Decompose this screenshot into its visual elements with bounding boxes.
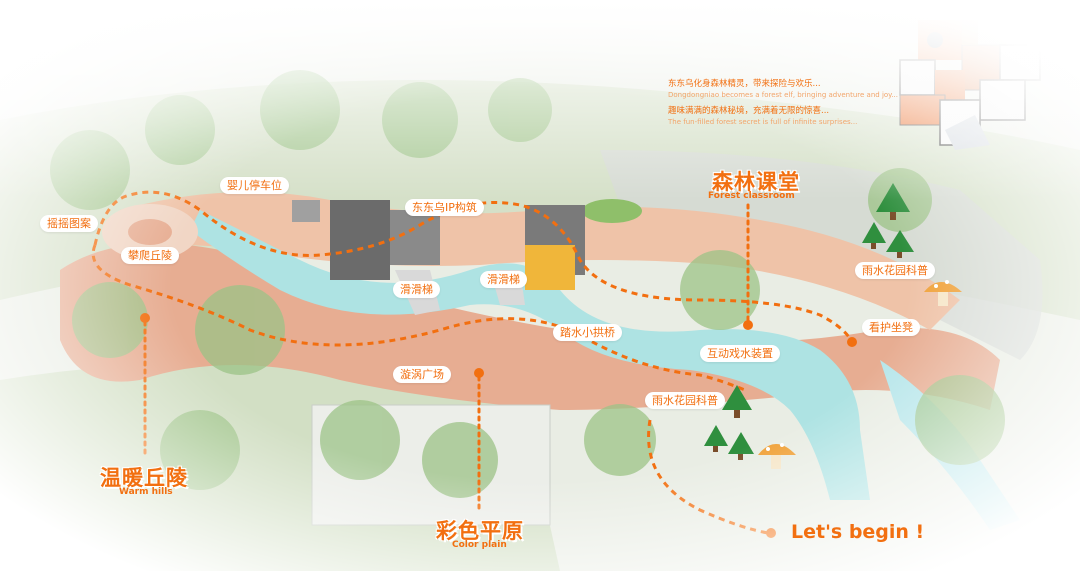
label-slide-right: 滑滑梯 — [480, 271, 527, 288]
label-step-bridge: 踏水小拱桥 — [553, 324, 622, 341]
intro-line-1: 东东乌化身森林精灵，带来探险与欢乐... Dongdongniao become… — [668, 79, 898, 101]
label-baby-stroller: 婴儿停车位 — [220, 177, 289, 194]
warm-hills-title: 温暖丘陵 — [100, 466, 188, 490]
forest-classroom-title: 森林课堂 — [712, 170, 800, 194]
label-slide-left: 滑滑梯 — [393, 281, 440, 298]
label-rain-garden-upper: 雨水花园科普 — [855, 262, 935, 279]
intro-line-2-en: The fun-filled forest secret is full of … — [668, 118, 858, 126]
lets-begin-text: Let's begin ! — [791, 521, 925, 543]
intro-line-2-cn: 趣味满满的森林秘境，充满着无限的惊喜... — [668, 106, 830, 116]
label-climbing-hill: 攀爬丘陵 — [121, 247, 179, 264]
intro-line-2: 趣味满满的森林秘境，充满着无限的惊喜... The fun-filled for… — [668, 106, 857, 128]
warm-hills-subtitle: Warm hills — [119, 487, 173, 497]
label-water-device: 互动戏水装置 — [700, 345, 780, 362]
label-dongdong-structure: 东东乌IP构筑 — [405, 199, 484, 216]
intro-line-1-en: Dongdongniao becomes a forest elf, bring… — [668, 91, 898, 99]
label-care-seat: 看护坐凳 — [862, 319, 920, 336]
label-vortex-plaza: 漩涡广场 — [393, 366, 451, 383]
forest-classroom-subtitle: Forest classroom — [708, 191, 795, 201]
color-plain-title: 彩色平原 — [436, 519, 524, 543]
label-rain-garden-lower: 雨水花园科普 — [645, 392, 725, 409]
color-plain-subtitle: Color plain — [452, 540, 507, 550]
label-swing-circle: 摇摇图案 — [40, 215, 98, 232]
intro-line-1-cn: 东东乌化身森林精灵，带来探险与欢乐... — [668, 79, 821, 89]
